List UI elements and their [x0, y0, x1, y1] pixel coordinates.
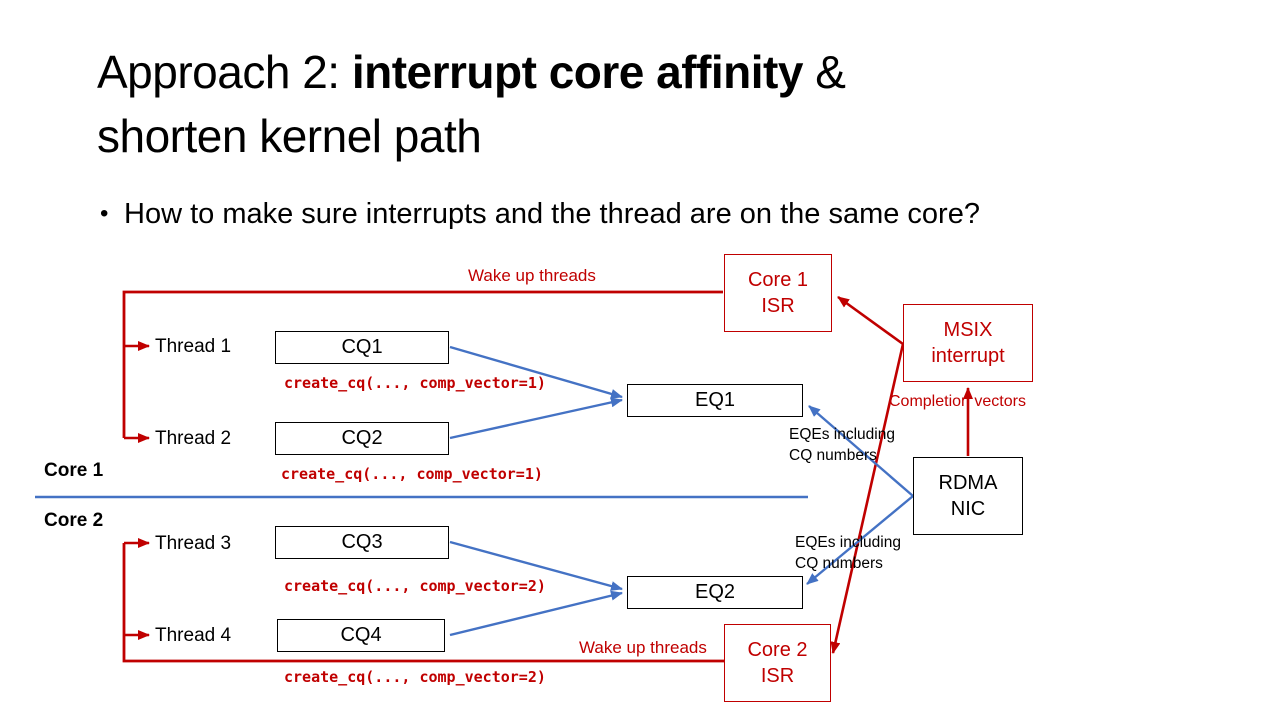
cq1-label: CQ1: [341, 336, 383, 358]
create-cq-label-1: create_cq(..., comp_vector=1): [284, 374, 546, 392]
thread-2-label: Thread 2: [155, 428, 232, 449]
core-1-label: Core 1: [44, 460, 104, 481]
core-2-label: Core 2: [44, 510, 104, 531]
title-regular-2: &: [802, 46, 846, 98]
msix-line2: interrupt: [931, 345, 1005, 367]
rdma-nic-box: RDMA NIC: [913, 457, 1023, 535]
core2-isr-box: Core 2 ISR: [724, 624, 831, 702]
wake-up-threads-bottom-label: Wake up threads: [579, 638, 707, 657]
bullet-text: How to make sure interrupts and the thre…: [124, 198, 980, 230]
eq2-label: EQ2: [694, 581, 736, 603]
core1-isr-box: Core 1 ISR: [724, 254, 832, 332]
title-regular-1: Approach 2:: [97, 46, 352, 98]
thread-4-label: Thread 4: [155, 625, 232, 646]
cq3-label: CQ3: [341, 531, 383, 553]
cq4-box: CQ4: [277, 619, 445, 652]
eqes-2-line1: EQEs including: [795, 534, 901, 551]
eqes-label-2: EQEs including CQ numbers: [795, 532, 901, 574]
wake-up-threads-top-label: Wake up threads: [468, 266, 596, 285]
arrow-msix-to-core1-isr: [837, 295, 904, 346]
bullet-marker: •: [100, 200, 109, 227]
core1-isr-line1: Core 1: [747, 269, 809, 291]
arrow-msix-to-core2-isr: [830, 343, 905, 654]
arrow-cq2-to-eq1: [449, 397, 623, 440]
bullet-item: • How to make sure interrupts and the thr…: [100, 195, 1220, 233]
eqes-label-1: EQEs including CQ numbers: [789, 424, 895, 466]
cq1-box: CQ1: [275, 331, 449, 364]
title-line-2: shorten kernel path: [97, 110, 482, 162]
eq1-label: EQ1: [694, 389, 736, 411]
cq2-label: CQ2: [341, 427, 383, 449]
thread-1-label: Thread 1: [155, 336, 232, 357]
eqes-1-line1: EQEs including: [789, 426, 895, 443]
eqes-1-line2: CQ numbers: [789, 447, 877, 464]
core1-isr-line2: ISR: [761, 295, 795, 317]
msix-line1: MSIX: [943, 319, 993, 341]
eqes-2-line2: CQ numbers: [795, 555, 883, 572]
create-cq-label-3: create_cq(..., comp_vector=2): [284, 577, 546, 595]
eq2-box: EQ2: [627, 576, 803, 609]
msix-interrupt-box: MSIX interrupt: [903, 304, 1033, 382]
slide-title: Approach 2: interrupt core affinity & sh…: [97, 40, 1177, 168]
thread-3-label: Thread 3: [155, 533, 232, 554]
cq3-box: CQ3: [275, 526, 449, 559]
cq2-box: CQ2: [275, 422, 449, 455]
create-cq-label-4: create_cq(..., comp_vector=2): [284, 668, 546, 686]
title-emphasis: interrupt core affinity: [351, 46, 804, 98]
rdma-line2: NIC: [950, 498, 986, 520]
rdma-line1: RDMA: [938, 472, 998, 494]
eq1-box: EQ1: [627, 384, 803, 417]
core2-isr-line2: ISR: [760, 665, 795, 687]
completion-vectors-label: Completion vectors: [889, 393, 1026, 410]
arrow-cq4-to-eq2: [449, 590, 623, 637]
create-cq-label-2: create_cq(..., comp_vector=1): [281, 465, 543, 483]
core2-isr-line1: Core 2: [747, 639, 808, 661]
cq4-label: CQ4: [340, 624, 382, 646]
